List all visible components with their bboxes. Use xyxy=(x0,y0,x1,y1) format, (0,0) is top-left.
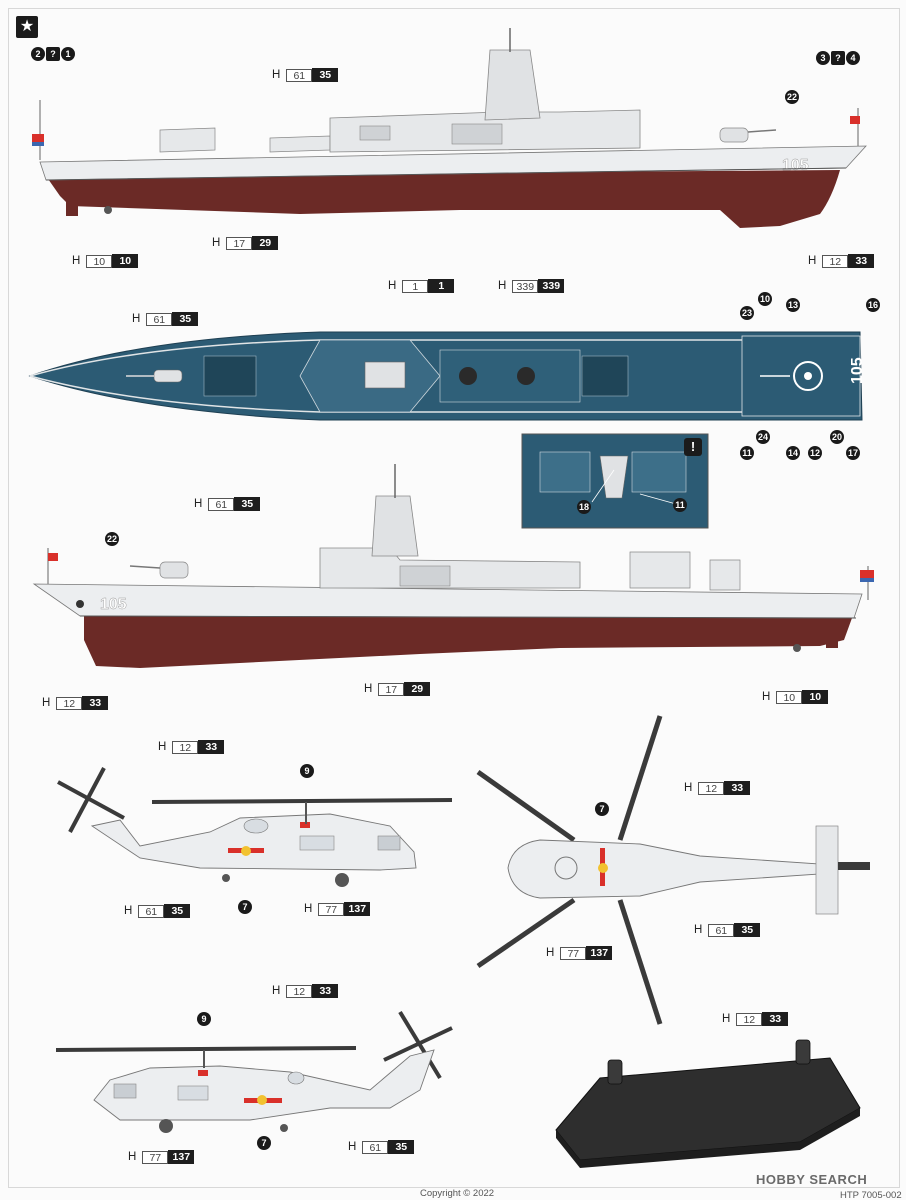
paint-label: H 1 1 xyxy=(388,279,455,293)
callout-22: 22 xyxy=(785,90,799,104)
callout-2: 2 xyxy=(31,47,45,61)
detail-warning-badge: ! xyxy=(684,438,702,456)
paint-label: H 77 137 xyxy=(128,1150,195,1164)
callout-unknown: ? xyxy=(46,47,60,61)
paint-label: H 61 35 xyxy=(132,312,199,326)
paint-label: H 61 35 xyxy=(272,68,339,82)
paint-label: H 12 33 xyxy=(808,254,875,268)
paint-label: H 61 35 xyxy=(348,1140,415,1154)
callout-1: 1 xyxy=(61,47,75,61)
sheet-frame xyxy=(8,8,900,1188)
paint-label: H 61 35 xyxy=(124,904,191,918)
paint-label: H 17 29 xyxy=(212,236,279,250)
sheet-code: HTP 7005-002 xyxy=(840,1190,902,1201)
paint-label: H 12 33 xyxy=(684,781,751,795)
paint-label: H 12 33 xyxy=(272,984,339,998)
paint-label: H 17 29 xyxy=(364,682,431,696)
hull-number: 105 xyxy=(782,157,809,174)
callout-18: 18 xyxy=(577,500,591,514)
paint-label: H 12 33 xyxy=(722,1012,789,1026)
paint-label: H 12 33 xyxy=(158,740,225,754)
callout-13: 13 xyxy=(786,298,800,312)
callout-17: 17 xyxy=(846,446,860,460)
callout-16: 16 xyxy=(866,298,880,312)
paint-label: H 61 35 xyxy=(694,923,761,937)
callout-3: 3 xyxy=(816,51,830,65)
paint-label: H 12 33 xyxy=(42,696,109,710)
hull-number-port: 105 xyxy=(100,596,127,613)
callout-7: 7 xyxy=(595,802,609,816)
paint-label: H 77 137 xyxy=(546,946,613,960)
copyright-text: Copyright © 2022 xyxy=(420,1188,495,1199)
callout-4: 4 xyxy=(846,51,860,65)
callout-11: 11 xyxy=(740,446,754,460)
callout-12: 12 xyxy=(808,446,822,460)
callout-23: 23 xyxy=(740,306,754,320)
callout-7: 7 xyxy=(257,1136,271,1150)
paint-label: H 10 10 xyxy=(762,690,829,704)
callout-20: 20 xyxy=(830,430,844,444)
callout-9: 9 xyxy=(197,1012,211,1026)
paint-label: H 61 35 xyxy=(194,497,261,511)
callout-7: 7 xyxy=(238,900,252,914)
callout-unknown: ? xyxy=(831,51,845,65)
callout-22: 22 xyxy=(105,532,119,546)
star-icon: ★ xyxy=(16,16,38,38)
paint-label: H 10 10 xyxy=(72,254,139,268)
callout-10: 10 xyxy=(758,292,772,306)
deck-hull-number: 105 xyxy=(849,357,866,384)
callout-9: 9 xyxy=(300,764,314,778)
paint-label: H 77 137 xyxy=(304,902,371,916)
watermark-logo: HOBBY SEARCH xyxy=(756,1172,868,1187)
paint-label: H 339 339 xyxy=(498,279,565,293)
callout-11: 11 xyxy=(673,498,687,512)
callout-24: 24 xyxy=(756,430,770,444)
callout-14: 14 xyxy=(786,446,800,460)
